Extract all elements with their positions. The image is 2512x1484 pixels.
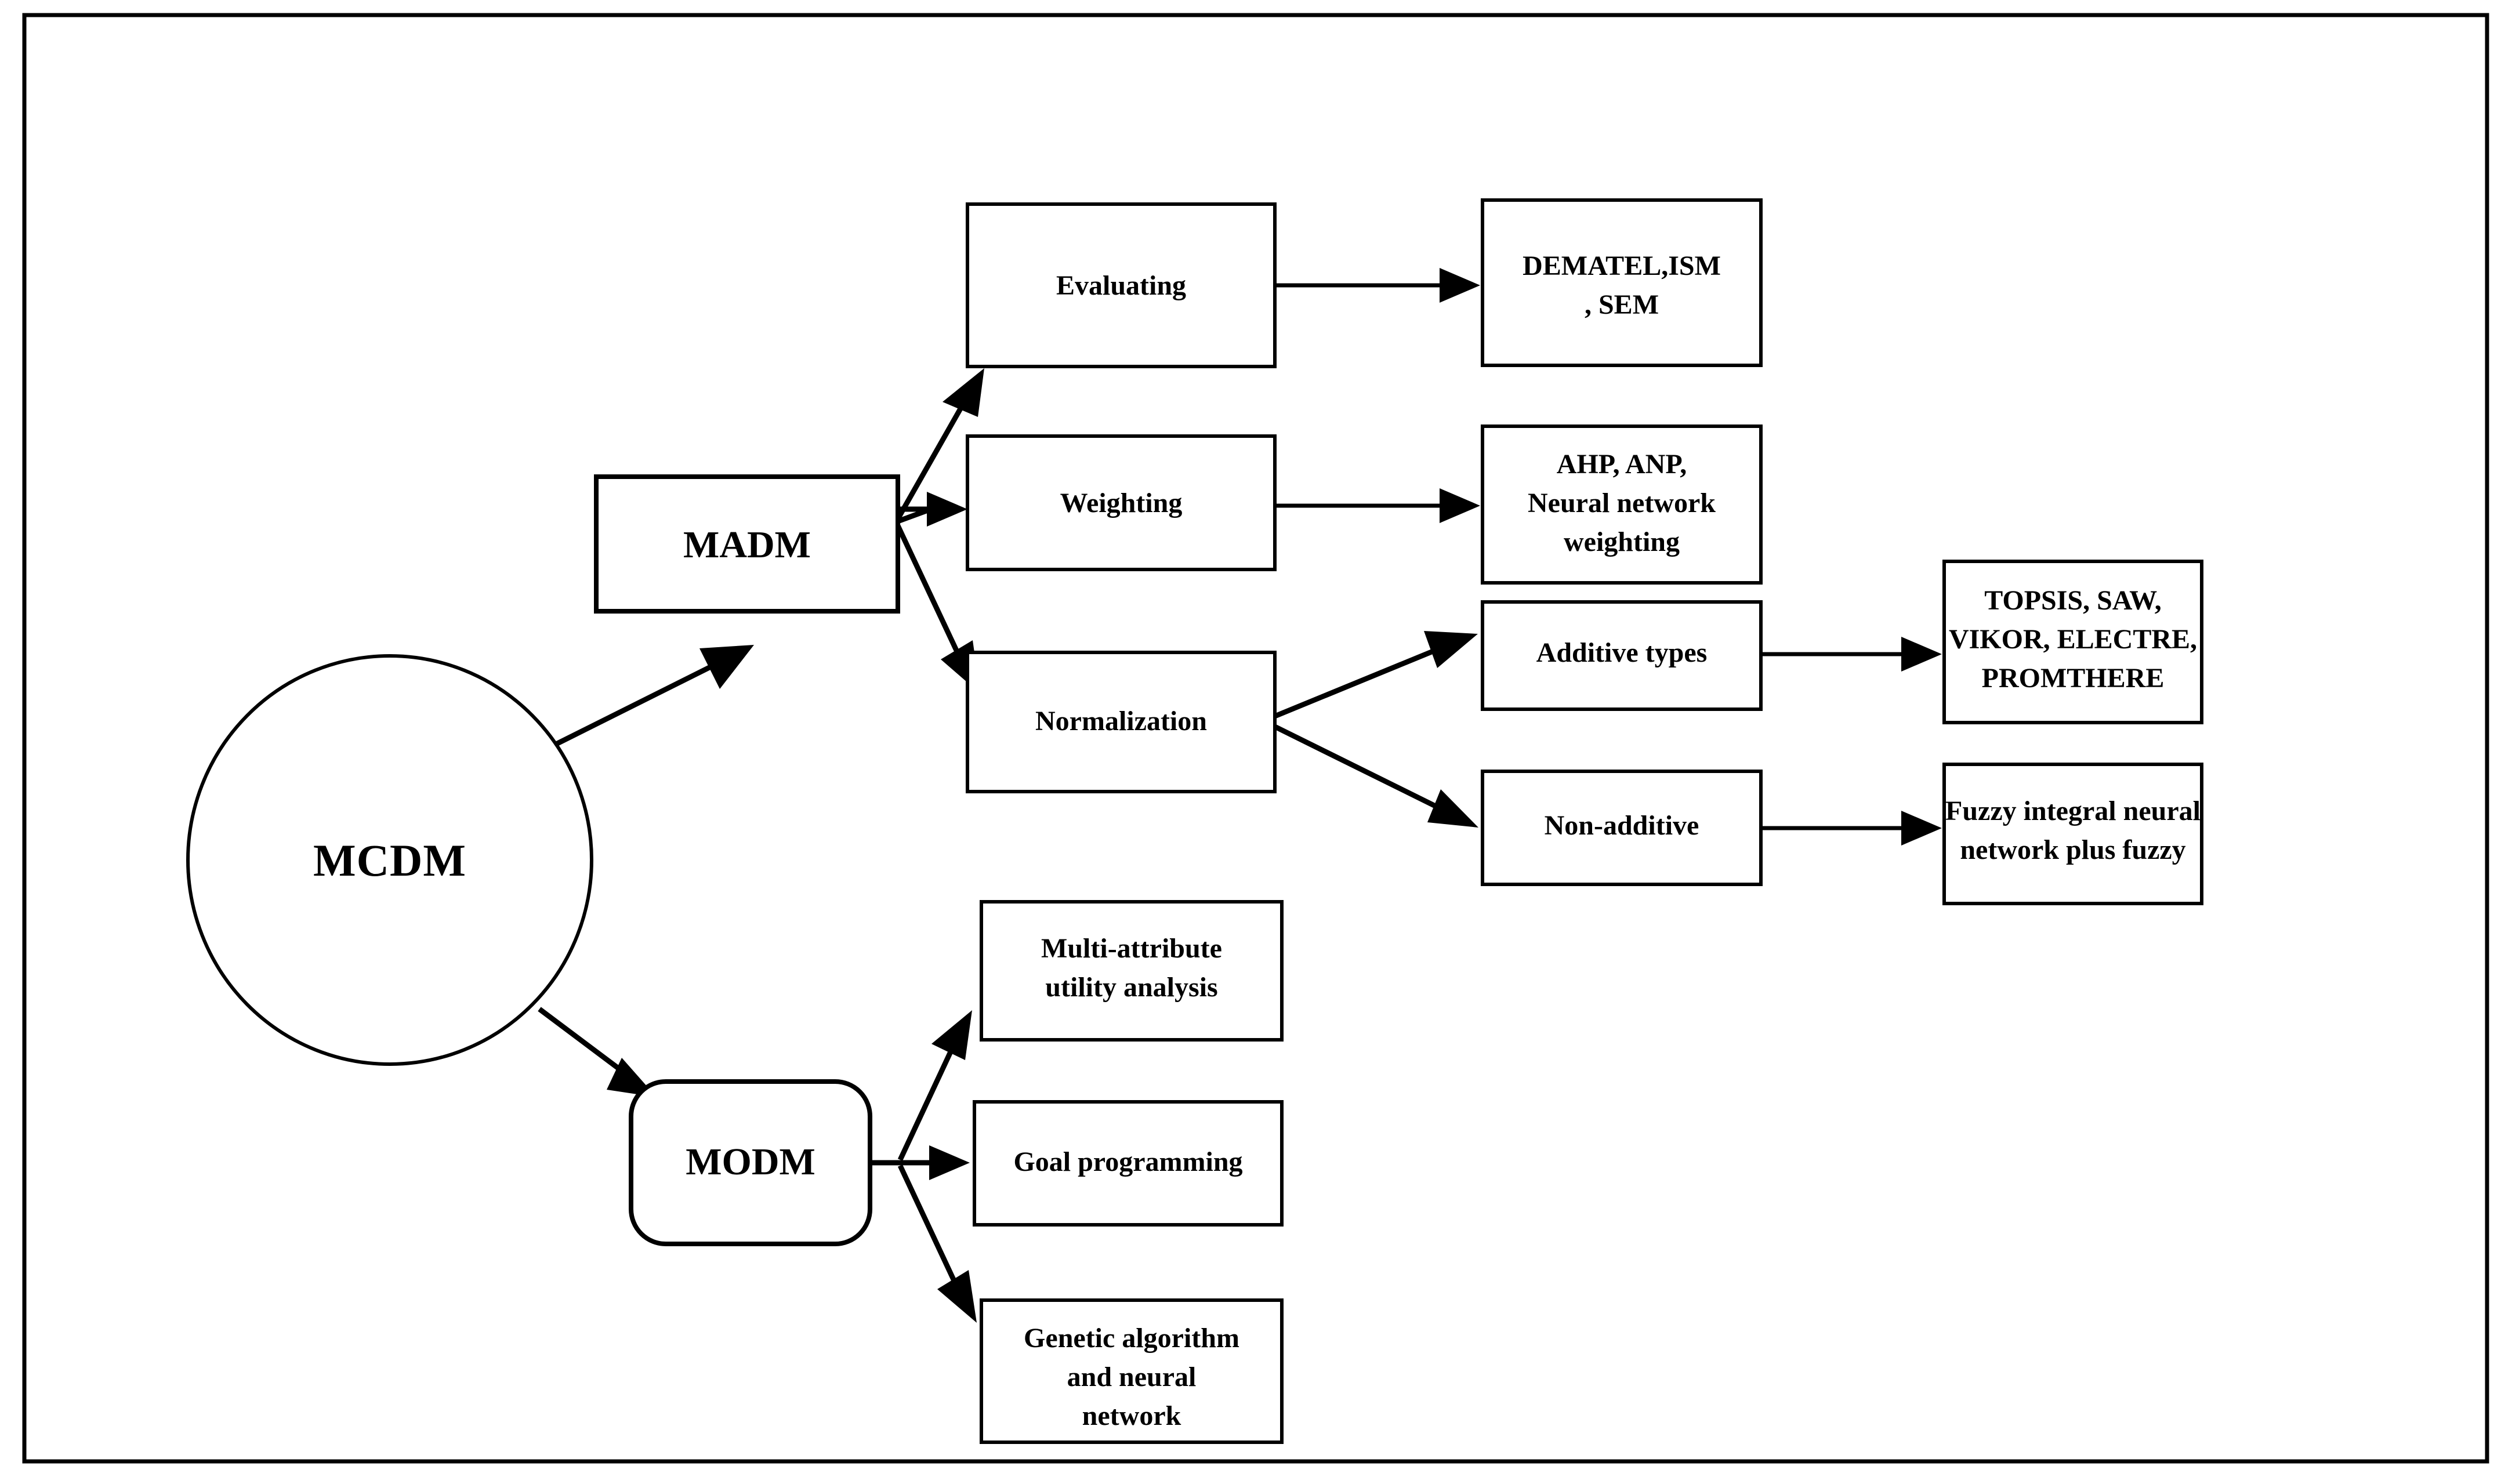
modm-rect [629,1079,872,1246]
node-additive-types[interactable]: Additive types [1481,600,1763,711]
weighting-label: Weighting [1060,488,1183,518]
dematel-label-line2: , SEM [1585,289,1659,320]
mcdm-label: MCDM [313,835,466,886]
topsis-rect [1942,560,2203,724]
node-dematel-ism-sem[interactable]: DEMATEL,ISM , SEM [1481,198,1763,367]
arrow-head [931,1010,972,1060]
multiattribute-label-line1: Multi-attribute [1041,933,1222,964]
node-weighting[interactable]: Weighting [966,434,1277,571]
normalization-rect [966,651,1277,793]
topsis-label-line2: VIKOR, ELECTRE, [1949,624,2197,655]
normalization-label: Normalization [1035,706,1207,736]
edge-normalization-to-nonadditive [1274,724,1478,828]
multiattribute-label-line2: utility analysis [1045,972,1217,1003]
goalprogramming-rect [973,1100,1284,1227]
mcdm-ellipse [186,654,593,1066]
dematel-label-line1: DEMATEL,ISM [1523,251,1721,281]
edge-madm-to-evaluating [894,368,984,524]
madm-rect [594,474,900,614]
topsis-label-line1: TOPSIS, SAW, [1984,585,2162,616]
genetic-label-line2: and neural [1067,1362,1197,1392]
ahp-label-line2: Neural network [1528,488,1716,518]
node-topsis-group[interactable]: TOPSIS, SAW, VIKOR, ELECTRE, PROMTHERE [1942,560,2203,724]
madm-label: MADM [683,524,811,566]
genetic-rect [980,1298,1284,1444]
fuzzy-label-line2: network plus fuzzy [1960,834,2185,865]
fuzzy-rect [1942,763,2203,905]
genetic-label-line3: network [1082,1400,1181,1431]
node-goal-programming[interactable]: Goal programming [973,1100,1284,1227]
arrow-head [927,492,967,527]
ahp-label-line1: AHP, ANP, [1557,449,1687,480]
node-normalization[interactable]: Normalization [966,651,1277,793]
node-modm[interactable]: MODM [629,1079,872,1246]
fuzzy-label-line1: Fuzzy integral neural [1945,796,2201,826]
genetic-label-line1: Genetic algorithm [1024,1323,1239,1354]
edge-evaluating-to-dematel [1275,268,1480,303]
node-evaluating[interactable]: Evaluating [966,202,1277,368]
edge-modm-to-goalprogramming [870,1145,970,1180]
arrow-head [937,1270,977,1323]
arrow-head [1440,488,1480,523]
node-multi-attribute-utility[interactable]: Multi-attribute utility analysis [980,900,1284,1042]
arrow-head [929,1145,970,1180]
arrow-head [943,368,984,417]
arrow-head [1901,811,1942,846]
arrow-head [1424,631,1478,668]
node-genetic-algorithm[interactable]: Genetic algorithm and neural network [980,1298,1284,1444]
ahp-label-line3: weighting [1564,527,1680,557]
additive-label: Additive types [1536,637,1708,668]
node-non-additive[interactable]: Non-additive [1481,770,1763,886]
arrow-head [1901,637,1942,672]
node-ahp-anp-nn[interactable]: AHP, ANP, Neural network weighting [1481,424,1763,585]
additive-rect [1481,600,1763,711]
ahp-rect [1481,424,1763,585]
modm-label: MODM [686,1141,815,1183]
node-fuzzy-integral[interactable]: Fuzzy integral neural network plus fuzzy [1942,763,2203,905]
evaluating-label: Evaluating [1056,270,1186,301]
node-mcdm[interactable]: MCDM [186,654,593,1066]
arrow-head [1440,268,1480,303]
arrow-head [1427,789,1478,828]
node-madm[interactable]: MADM [594,474,900,614]
topsis-label-line3: PROMTHERE [1982,663,2165,694]
edge-modm-to-multiattribute [897,1010,972,1161]
dematel-rect [1481,198,1763,367]
nonadditive-label: Non-additive [1545,810,1699,841]
arrow-head [699,645,754,689]
edge-modm-to-genetic [897,1164,977,1323]
evaluating-rect [966,202,1277,368]
edge-weighting-to-ahp [1275,488,1480,523]
weighting-rect [966,434,1277,571]
edge-additive-to-topsis [1762,637,1942,672]
nonadditive-rect [1481,770,1763,886]
edge-normalization-to-additive [1274,631,1478,719]
goalprogramming-label: Goal programming [1013,1146,1242,1177]
edge-nonadditive-to-fuzzy [1762,811,1942,846]
multiattribute-rect [980,900,1284,1042]
